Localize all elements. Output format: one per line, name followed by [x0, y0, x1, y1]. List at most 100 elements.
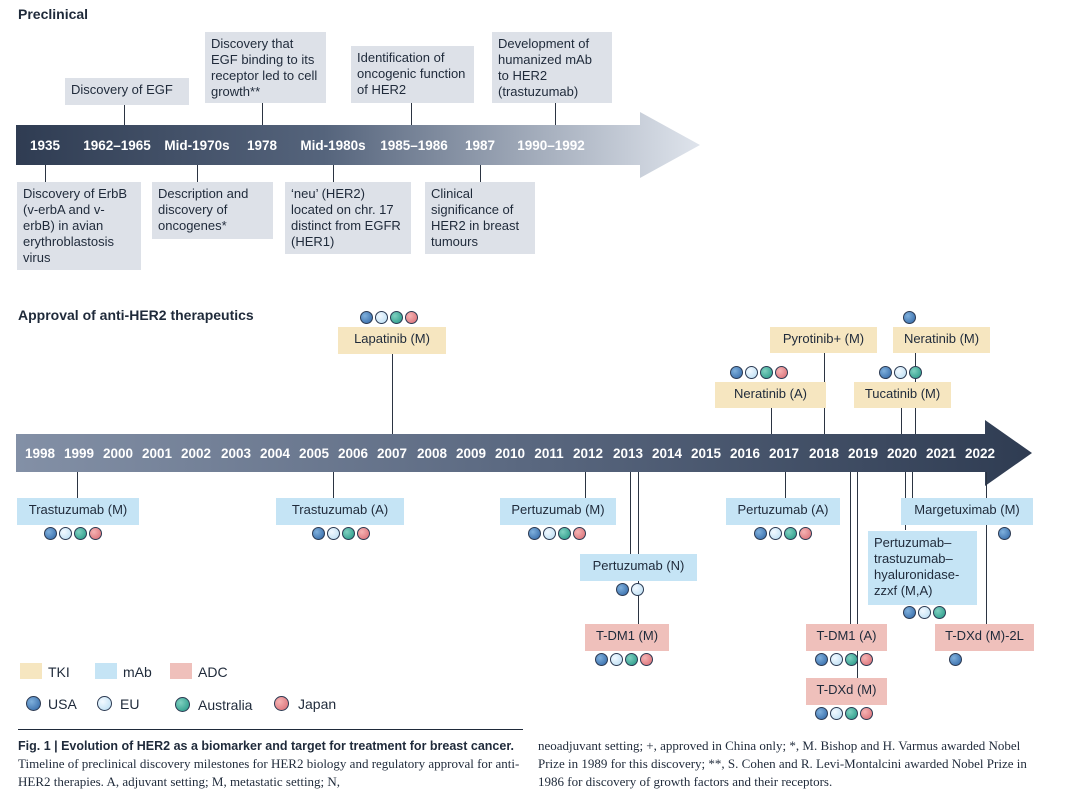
year-label: 1935 [29, 138, 61, 153]
approval-title: Approval of anti-HER2 therapeutics [18, 307, 254, 323]
legend-adc-label: ADC [198, 664, 228, 680]
year-label: 2007 [376, 446, 408, 461]
year-label: 2004 [259, 446, 291, 461]
year-label: 2013 [612, 446, 644, 461]
year-label: 1978 [246, 138, 278, 153]
connector [785, 472, 786, 498]
milestone-neu-chr17: ‘neu’ (HER2) located on chr. 17 distinct… [285, 182, 411, 254]
milestone-egf-discovery: Discovery of EGF [65, 78, 189, 105]
drug-tucatinib: Tucatinib (M) [854, 382, 951, 408]
country-dot-usa [998, 527, 1011, 540]
approval-timeline-arrow [16, 420, 1032, 486]
approval-dots [879, 366, 922, 379]
country-dot-usa [528, 527, 541, 540]
year-label: Mid-1970s [164, 138, 230, 153]
country-dot-eu [745, 366, 758, 379]
year-label: 2002 [180, 446, 212, 461]
country-dot-eu [543, 527, 556, 540]
connector [555, 103, 556, 125]
year-label: 2019 [847, 446, 879, 461]
country-dot-aus [760, 366, 773, 379]
drug-trastuzumab-a: Trastuzumab (A) [276, 498, 404, 525]
approval-dots [44, 527, 102, 540]
approval-dots [754, 527, 812, 540]
year-label: 2018 [808, 446, 840, 461]
approval-dots [903, 606, 946, 619]
approval-dots [949, 653, 962, 666]
legend-australia-label: Australia [198, 697, 253, 713]
connector [392, 354, 393, 434]
connector [986, 472, 987, 624]
legend-mab-label: mAb [123, 664, 152, 680]
country-dot-usa [903, 606, 916, 619]
connector [197, 165, 198, 183]
year-label: 2005 [298, 446, 330, 461]
country-dot-usa [44, 527, 57, 540]
connector [630, 472, 631, 554]
connector [480, 165, 481, 183]
year-label: 2009 [455, 446, 487, 461]
drug-pertuzumab-trastuzumab-hyaluronidase: Pertuzumab–trastuzumab–hyaluronidase-zzx… [868, 531, 977, 605]
drug-pertuzumab-n: Pertuzumab (N) [580, 554, 697, 581]
country-dot-aus [390, 311, 403, 324]
year-label: 2014 [651, 446, 683, 461]
country-dot-aus [558, 527, 571, 540]
year-label: 1962–1965 [83, 138, 151, 153]
connector [857, 472, 858, 678]
legend-eu-label: EU [120, 696, 140, 712]
legend-adc-swatch [170, 663, 192, 679]
legend-tki-label: TKI [48, 664, 70, 680]
year-label: 2015 [690, 446, 722, 461]
country-dot-usa [754, 527, 767, 540]
preclinical-timeline-arrow [16, 112, 700, 178]
year-label: 1990–1992 [517, 138, 585, 153]
year-label: 2011 [534, 446, 564, 461]
country-dot-aus [342, 527, 355, 540]
country-dot-aus [784, 527, 797, 540]
connector [124, 105, 125, 125]
milestone-oncogenes: Description and discovery of oncogenes* [152, 182, 273, 239]
approval-dots [360, 311, 418, 324]
approval-dots [312, 527, 370, 540]
connector [901, 408, 902, 434]
milestone-egf-receptor-growth: Discovery that EGF binding to its recept… [205, 32, 326, 103]
approval-dots [730, 366, 788, 379]
year-label: 2010 [494, 446, 526, 461]
year-label: 1987 [464, 138, 496, 153]
country-dot-aus [909, 366, 922, 379]
legend-japan-label: Japan [298, 696, 337, 712]
country-dot-usa [903, 311, 916, 324]
milestone-trastuzumab-development: Development of humanized mAb to HER2 (tr… [492, 32, 612, 103]
country-dot-jpn [640, 653, 653, 666]
caption-text-right: neoadjuvant setting; +, approved in Chin… [538, 738, 1027, 789]
legend-usa-label: USA [48, 696, 77, 712]
country-dot-eu [918, 606, 931, 619]
country-dot-eu [830, 707, 843, 720]
country-dot-eu [830, 653, 843, 666]
country-dot-aus [933, 606, 946, 619]
drug-neratinib-m: Neratinib (M) [893, 327, 990, 353]
year-label: 2022 [964, 446, 996, 461]
country-dot-usa [815, 653, 828, 666]
milestone-erbb-discovery: Discovery of ErbB (v-erbA and v-erbB) in… [17, 182, 141, 270]
country-dot-jpn [860, 707, 873, 720]
country-dot-aus [845, 653, 858, 666]
drug-margetuximab: Margetuximab (M) [901, 498, 1033, 525]
country-dot-jpn [799, 527, 812, 540]
country-dot-jpn [405, 311, 418, 324]
year-label: 2003 [220, 446, 252, 461]
country-dot-usa [360, 311, 373, 324]
country-dot-usa [312, 527, 325, 540]
country-dot-eu [375, 311, 388, 324]
year-label: 2001 [141, 446, 173, 461]
country-dot-usa [879, 366, 892, 379]
figure-caption-right: neoadjuvant setting; +, approved in Chin… [538, 737, 1043, 791]
connector [77, 472, 78, 498]
legend-japan-dot [274, 696, 289, 711]
year-label: 2008 [416, 446, 448, 461]
drug-tdxd-m: T-DXd (M) [806, 678, 887, 705]
connector [638, 472, 639, 624]
caption-text-left: Timeline of preclinical discovery milest… [18, 756, 520, 789]
connector [333, 165, 334, 183]
